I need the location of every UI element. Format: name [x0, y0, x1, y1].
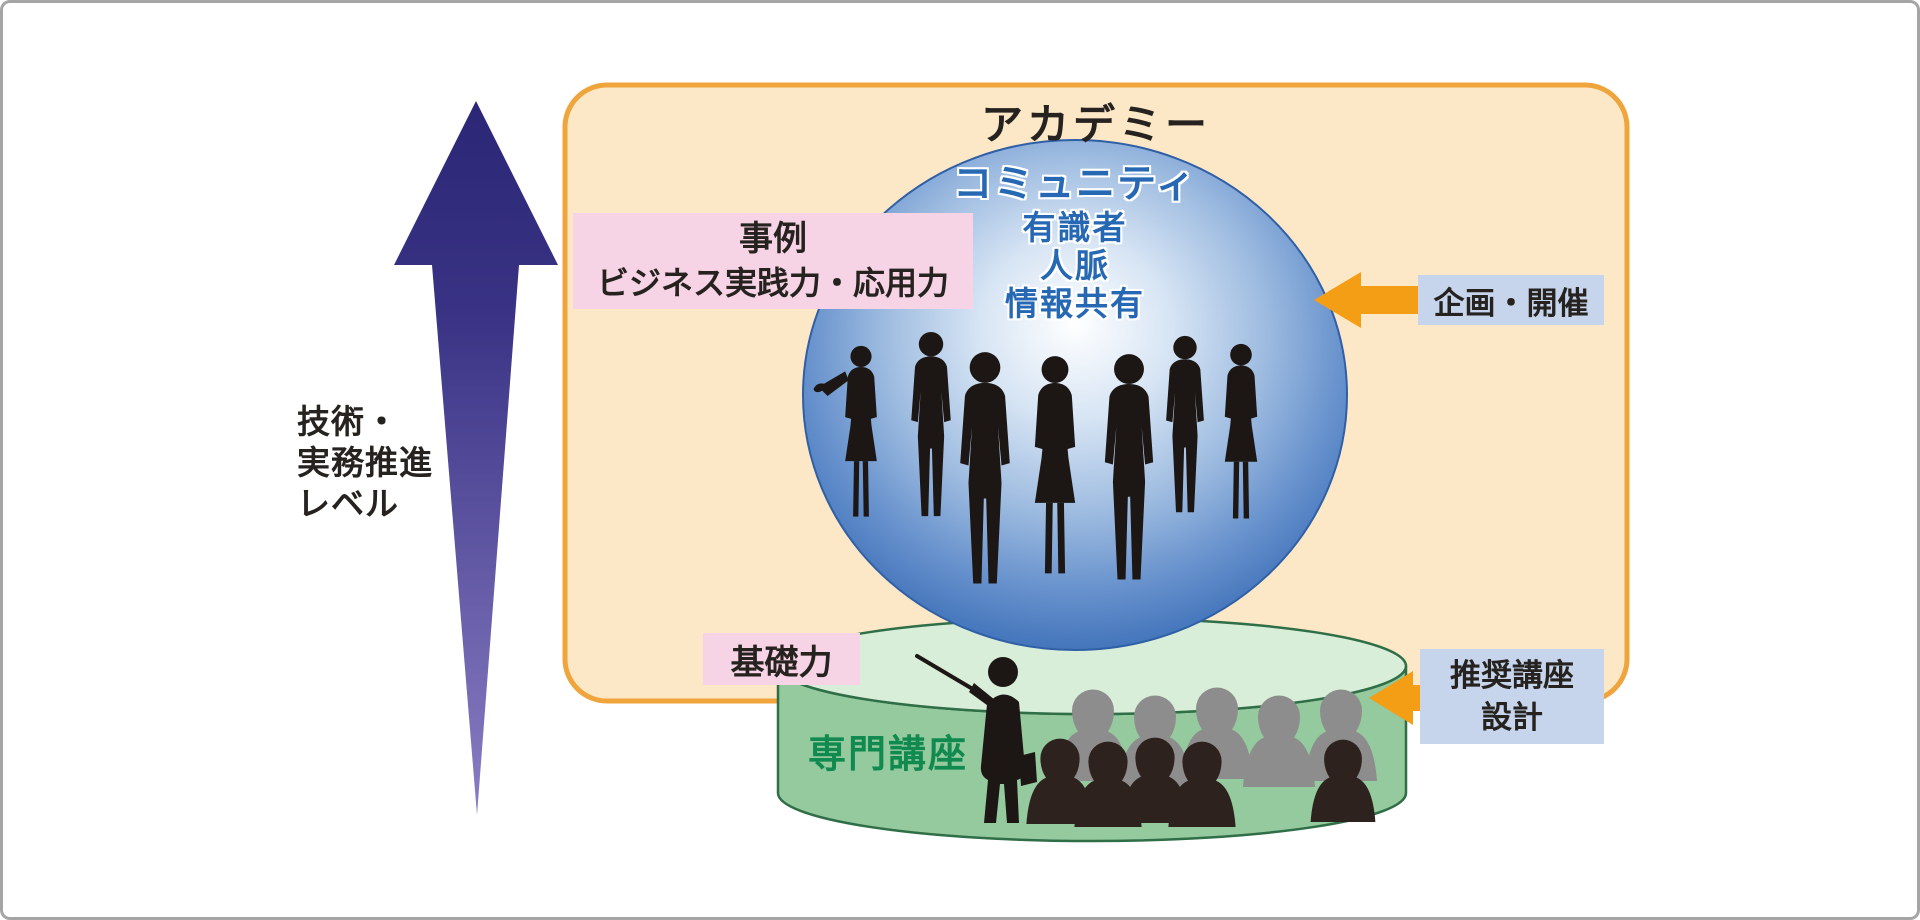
level-up-arrow — [394, 101, 558, 815]
community-sphere-text: コミュニティ 有識者 人脈 情報共有 — [875, 161, 1275, 323]
academy-title: アカデミー — [980, 100, 1211, 149]
sphere-line-community: コミュニティ — [953, 162, 1197, 207]
plan-host-arrow-icon — [1314, 272, 1433, 328]
case-skills-label: 事例 ビジネス実践力・応用力 — [573, 213, 973, 309]
recommended-course-line2: 設計 — [1481, 699, 1543, 736]
recommended-course-label: 推奨講座 設計 — [1420, 649, 1604, 744]
case-label-line2: ビジネス実践力・応用力 — [596, 264, 949, 302]
sphere-line-experts: 有識者 — [1022, 208, 1128, 247]
presenter-silhouette — [915, 654, 1037, 823]
sphere-line-info-sharing: 情報共有 — [1005, 284, 1145, 323]
community-people-silhouettes — [813, 331, 1258, 584]
special-course-label: 専門講座 — [807, 732, 968, 776]
level-axis-line: 技術・ — [297, 402, 399, 441]
level-axis-line: レベル — [297, 484, 399, 523]
level-axis-label: 技術・ 実務推進 レベル — [297, 401, 433, 524]
recommended-course-line1: 推奨講座 — [1450, 657, 1574, 694]
basic-skill-label: 基礎力 — [703, 633, 860, 685]
case-label-line1: 事例 — [739, 219, 807, 259]
level-axis-line: 実務推進 — [297, 443, 433, 482]
plan-host-label: 企画・開催 — [1418, 275, 1604, 325]
course-design-arrow-icon — [1369, 671, 1433, 725]
person-silhouette — [813, 345, 877, 517]
sphere-line-network: 人脈 — [1040, 246, 1110, 285]
